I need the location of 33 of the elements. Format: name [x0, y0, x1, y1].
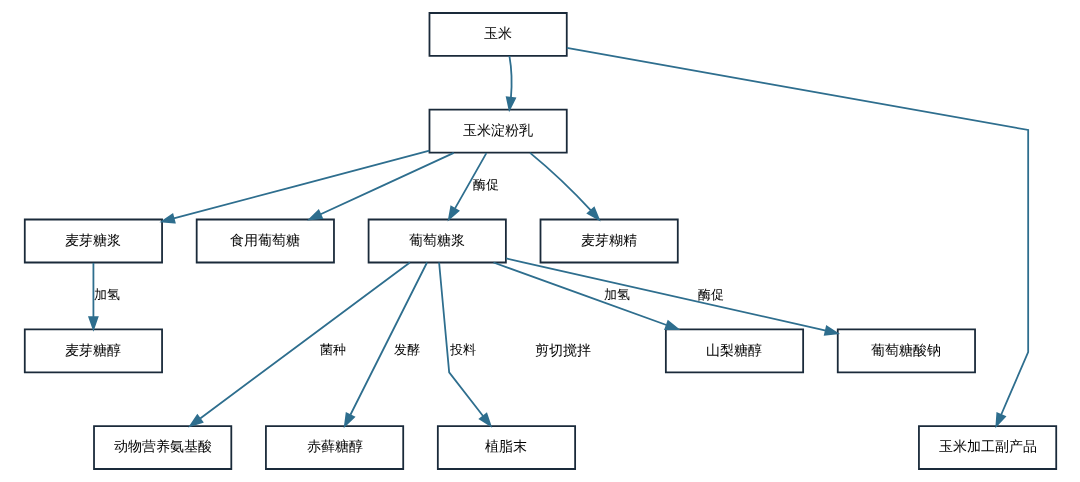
arrow	[505, 55, 516, 113]
node-box: 玉米	[428, 12, 568, 57]
arrow	[158, 149, 430, 224]
arrow	[87, 262, 99, 332]
arrow	[447, 152, 487, 222]
arrow	[437, 261, 492, 428]
arrow	[504, 257, 840, 336]
edge-label: 加氢	[93, 287, 120, 303]
node-box: 麦芽糊精	[539, 218, 679, 264]
node-box: 动物营养氨基酸	[92, 425, 232, 470]
node-box: 葡萄糖浆	[367, 218, 507, 264]
edge-label: 投料	[449, 342, 476, 358]
edge-label: 加氢	[603, 287, 630, 303]
node-box: 玉米淀粉乳	[428, 108, 568, 154]
arrow	[492, 261, 680, 331]
arrow	[565, 47, 1029, 429]
arrow	[306, 151, 455, 221]
edge-label: 酶促	[472, 177, 499, 193]
node-box: 赤藓糖醇	[264, 425, 404, 470]
node-box: 食用葡萄糖	[195, 218, 335, 264]
node-box: 玉米加工副产品	[917, 425, 1057, 470]
arrow	[187, 261, 411, 428]
node-box: 植脂末	[436, 425, 576, 470]
node-box: 麦芽糖浆	[23, 218, 163, 264]
arrow	[343, 261, 428, 429]
arrow	[528, 151, 601, 222]
node-box: 葡萄糖酸钠	[836, 328, 976, 374]
edge-label: 酶促	[697, 287, 724, 303]
node-box: 麦芽糖醇	[23, 328, 163, 374]
edge-label: 菌种	[319, 342, 346, 358]
label: 剪切搅拌	[534, 341, 591, 358]
node-box: 山梨糖醇	[664, 328, 804, 374]
edge-label: 发酵	[393, 342, 420, 358]
